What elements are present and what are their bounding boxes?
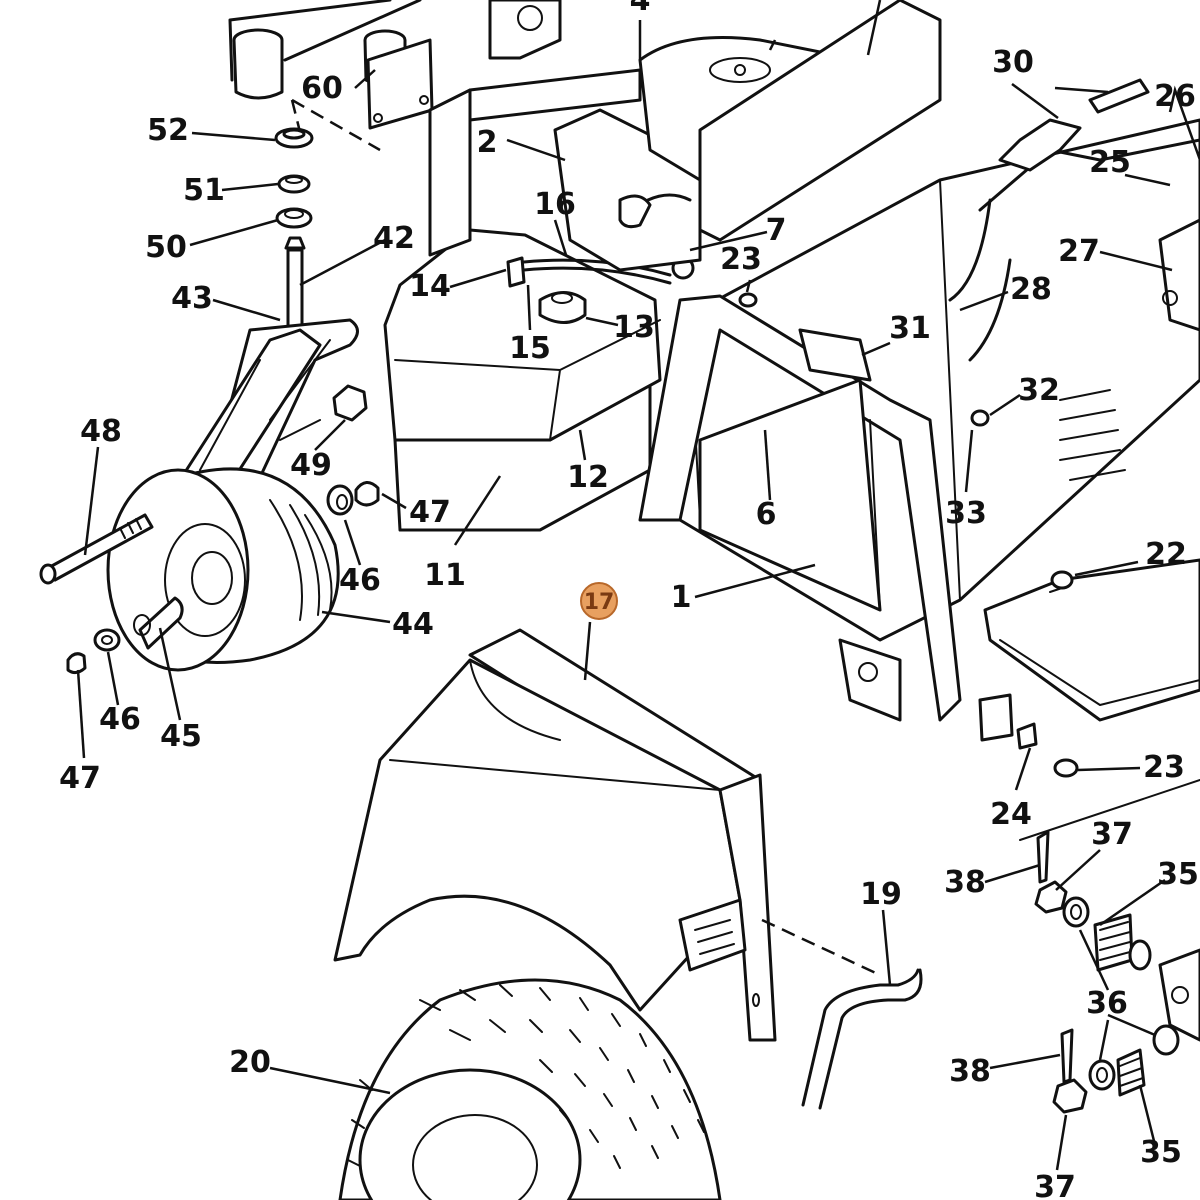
part-label-50: 50 <box>145 230 187 265</box>
part-label-42: 42 <box>373 221 415 256</box>
rear-fender <box>333 628 777 1042</box>
dash-panel <box>428 0 942 272</box>
part-label-26: 26 <box>1154 79 1196 114</box>
part-label-28: 28 <box>1010 272 1052 307</box>
highlight-marker[interactable] <box>580 582 618 620</box>
part-label-47-lower: 47 <box>59 761 101 796</box>
part-label-14: 14 <box>409 269 451 304</box>
part-label-35-upper: 35 <box>1157 857 1199 892</box>
part-label-27: 27 <box>1058 234 1100 269</box>
part-label-22: 22 <box>1145 537 1187 572</box>
part-label-33: 33 <box>945 496 987 531</box>
part-label-7: 7 <box>766 213 787 248</box>
part-label-23-lower: 23 <box>1143 750 1185 785</box>
part-label-36: 36 <box>1086 986 1128 1021</box>
part-label-44: 44 <box>392 607 434 642</box>
part-label-6: 6 <box>756 497 777 532</box>
right-hardware <box>1019 779 1200 1114</box>
part-label-35-lower: 35 <box>1140 1135 1182 1170</box>
part-labels: 52 51 50 42 43 60 2 4 16 7 23 14 13 15 1… <box>59 0 1199 1200</box>
part-label-48: 48 <box>80 414 122 449</box>
part-label-37-upper: 37 <box>1091 817 1133 852</box>
part-label-52: 52 <box>147 113 189 148</box>
part-label-11: 11 <box>424 558 466 593</box>
part-label-47-upper: 47 <box>409 495 451 530</box>
part-label-60: 60 <box>301 71 343 106</box>
leader-lines <box>76 0 1200 1171</box>
exhaust-pipe <box>761 918 923 1110</box>
part-label-43: 43 <box>171 281 213 316</box>
part-label-46-lower: 46 <box>99 702 141 737</box>
part-label-23-upper: 23 <box>720 242 762 277</box>
part-label-15: 15 <box>509 331 551 366</box>
rear-wheel <box>338 978 722 1200</box>
part-label-16: 16 <box>534 187 576 222</box>
part-label-2: 2 <box>477 125 498 160</box>
part-label-46-upper: 46 <box>339 563 381 598</box>
part-label-31: 31 <box>889 311 931 346</box>
part-label-25: 25 <box>1089 145 1131 180</box>
fuel-tank <box>383 228 695 532</box>
part-label-38-upper: 38 <box>944 865 986 900</box>
part-label-30: 30 <box>992 45 1034 80</box>
part-label-49: 49 <box>290 448 332 483</box>
front-axle-bracket <box>228 0 562 152</box>
part-label-37-lower: 37 <box>1034 1170 1076 1200</box>
front-wheel <box>106 467 340 672</box>
part-label-4: 4 <box>630 0 651 18</box>
wheel-hardware <box>39 384 380 675</box>
part-label-45: 45 <box>160 719 202 754</box>
footrest-plate <box>978 558 1200 778</box>
part-label-13: 13 <box>613 310 655 345</box>
part-label-24: 24 <box>990 797 1032 832</box>
part-label-20: 20 <box>229 1045 271 1080</box>
highlight-marker-label[interactable]: 17 <box>584 590 615 615</box>
part-label-19: 19 <box>860 877 902 912</box>
part-label-38-lower: 38 <box>949 1054 991 1089</box>
part-label-1: 1 <box>671 580 692 615</box>
main-frame <box>638 78 1200 722</box>
part-label-32: 32 <box>1018 373 1060 408</box>
part-label-51: 51 <box>183 173 225 208</box>
part-label-12: 12 <box>567 460 609 495</box>
